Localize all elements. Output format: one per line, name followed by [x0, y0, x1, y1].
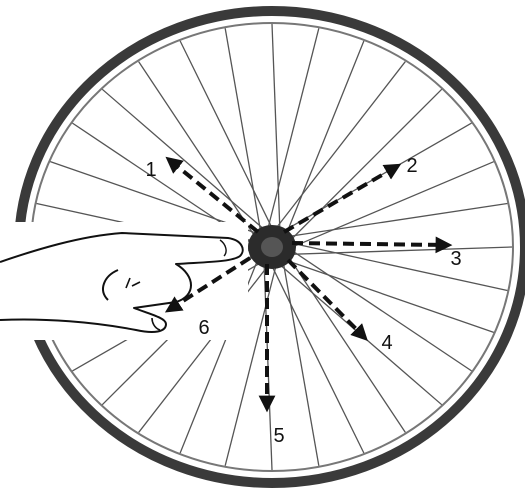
arrow-label: 5 — [273, 425, 284, 447]
arrow-label: 1 — [145, 159, 156, 181]
spoke — [102, 89, 269, 234]
spoke — [285, 242, 508, 291]
arrow-label: 4 — [381, 332, 392, 354]
spoke — [282, 203, 508, 237]
wheel-hub-cap — [261, 237, 283, 257]
spoke — [139, 62, 259, 243]
spoke — [272, 24, 280, 236]
arrow-label: 2 — [406, 155, 417, 177]
arrow-label: 3 — [450, 248, 461, 270]
spoke — [266, 28, 319, 235]
spoke — [279, 258, 493, 332]
arrow-label: 6 — [198, 317, 209, 339]
spoke — [274, 260, 441, 405]
pointing-hand-icon — [0, 222, 248, 340]
spoke — [286, 89, 442, 245]
spoke — [284, 41, 364, 240]
dashed-arrow-icon — [292, 243, 444, 245]
spoke — [283, 247, 512, 255]
spoke — [225, 28, 262, 238]
dashed-arrow-icon — [288, 260, 362, 335]
